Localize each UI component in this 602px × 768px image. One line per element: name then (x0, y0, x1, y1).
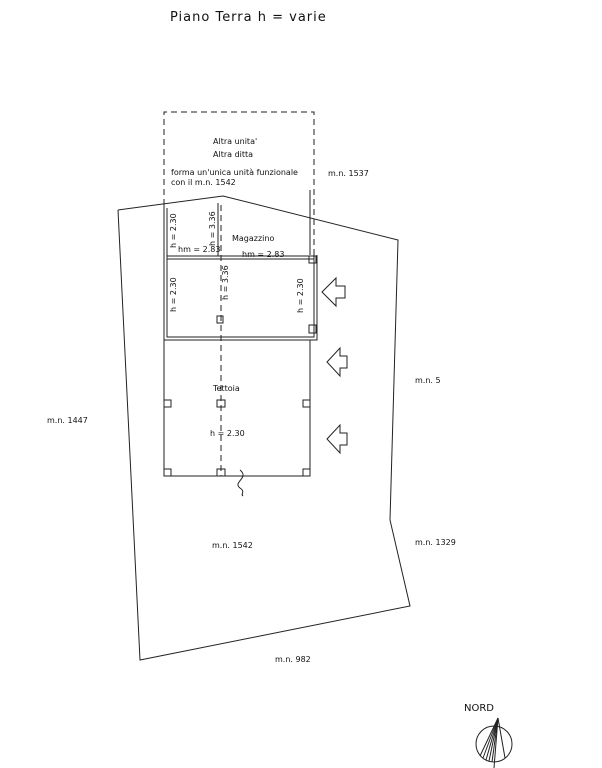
access-arrow-icon (326, 423, 348, 455)
parcel-1542: m.n. 1542 (212, 541, 253, 550)
other-unit-outline (163, 111, 315, 255)
room-label-tettoia: Tettoia (212, 384, 240, 393)
plot-boundary (117, 195, 411, 661)
tettoia-height: h = 2.30 (210, 429, 245, 438)
right-height: h = 2.30 (296, 278, 305, 313)
parcel-1537: m.n. 1537 (328, 169, 369, 178)
access-arrow-icon (321, 276, 346, 308)
magazzino-walls (163, 190, 318, 341)
plan-title: Piano Terra h = varie (170, 10, 327, 25)
room-label-magazzino: Magazzino (232, 234, 274, 243)
small-room-height: h = 2.30 (169, 213, 178, 248)
access-arrow-icon (326, 346, 348, 378)
left-height: h = 2.30 (169, 277, 178, 312)
parcel-982: m.n. 982 (275, 655, 311, 664)
north-label: NORD (464, 703, 494, 714)
center-height: h = 3.36 (221, 265, 230, 300)
small-room-mean-height: hm = 2.83 (178, 245, 220, 254)
parcel-1329: m.n. 1329 (415, 538, 456, 547)
functional-unit-note-2: con il m.n. 1542 (171, 178, 236, 187)
other-unit-label: Altra unita' (213, 137, 257, 146)
tettoia-outline (163, 340, 311, 497)
other-company-label: Altra ditta (213, 150, 253, 159)
north-arrow-icon (475, 717, 513, 768)
parcel-5: m.n. 5 (415, 376, 441, 385)
small-room-height-2: h = 3.36 (208, 211, 217, 246)
magazzino-mean-height: hm = 2.83 (242, 250, 284, 259)
functional-unit-note: forma un'unica unità funzionale (171, 168, 298, 177)
parcel-1447: m.n. 1447 (47, 416, 88, 425)
